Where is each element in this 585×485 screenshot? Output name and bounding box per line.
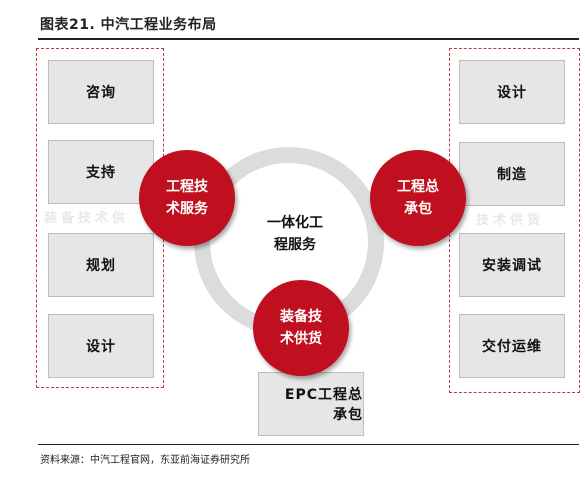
circle-right-line1: 工程总 xyxy=(397,179,439,195)
center-label: 一体化工 程服务 xyxy=(260,212,330,256)
bottom-box-epc: EPC工程总 承包 xyxy=(258,372,364,436)
circle-left-line1: 工程技 xyxy=(166,179,208,195)
bottom-box-line1: EPC工程总 xyxy=(284,387,363,403)
right-box-design: 设计 xyxy=(459,60,565,124)
right-box-manufacturing: 制造 xyxy=(459,142,565,206)
center-label-line2: 程服务 xyxy=(274,237,316,253)
circle-equipment-tech-supply: 装备技 术供货 xyxy=(253,280,349,376)
left-box-consulting: 咨询 xyxy=(48,60,154,124)
right-box-delivery-ops: 交付运维 xyxy=(459,314,565,378)
center-label-line1: 一体化工 xyxy=(267,215,323,231)
circle-engineering-tech-services: 工程技 术服务 xyxy=(139,150,235,246)
bottom-box-line2: 承包 xyxy=(333,407,363,423)
left-box-design: 设计 xyxy=(48,314,154,378)
right-group-watermark: 技术供货 xyxy=(476,213,545,228)
left-box-support: 支持 xyxy=(48,140,154,204)
source-note: 资料来源：中汽工程官网，东亚前海证券研究所 xyxy=(40,455,250,466)
title-rule xyxy=(38,38,579,40)
source-rule xyxy=(38,444,579,445)
circle-general-contracting: 工程总 承包 xyxy=(370,150,466,246)
figure-title: 图表21. 中汽工程业务布局 xyxy=(40,17,217,33)
circle-left-line2: 术服务 xyxy=(166,201,208,217)
circle-bottom-line2: 术供货 xyxy=(280,331,322,347)
left-box-planning: 规划 xyxy=(48,233,154,297)
left-group-watermark: 装备技术供 xyxy=(44,211,130,226)
right-box-installation: 安装调试 xyxy=(459,233,565,297)
circle-bottom-line1: 装备技 xyxy=(280,309,322,325)
circle-right-line2: 承包 xyxy=(404,201,432,217)
